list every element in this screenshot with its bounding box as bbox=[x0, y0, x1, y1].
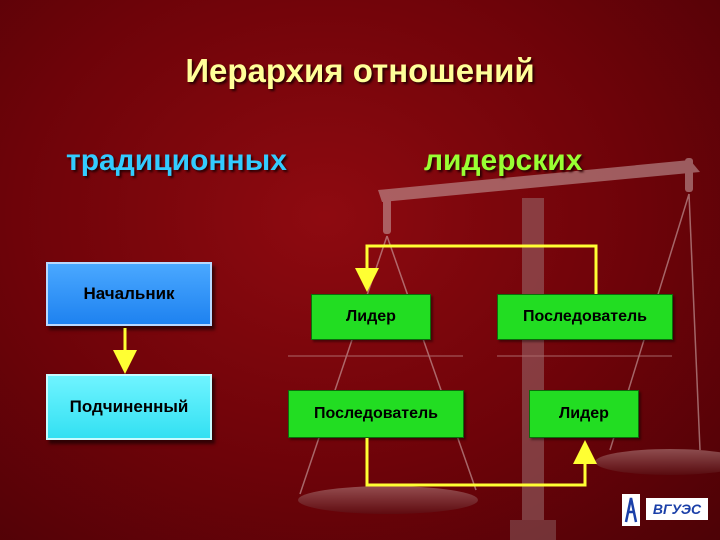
leader-box-bottom: Лидер bbox=[529, 390, 639, 438]
logo-text: ВГУЭС bbox=[653, 501, 702, 517]
follower-box-bottom: Последователь bbox=[288, 390, 464, 438]
boss-box: Начальник bbox=[46, 262, 212, 326]
traditional-heading: традиционных bbox=[66, 144, 287, 177]
follower-to-leader-top-arrow bbox=[355, 244, 598, 294]
leadership-heading: лидерских bbox=[424, 144, 583, 177]
university-logo: ВГУЭС bbox=[622, 494, 708, 526]
follower-to-leader-bottom-arrow bbox=[365, 438, 597, 487]
leader-box-top: Лидер bbox=[311, 294, 431, 340]
slide-title: Иерархия отношений bbox=[185, 52, 535, 89]
follower-box-top: Последователь bbox=[497, 294, 673, 340]
subordinate-box: Подчиненный bbox=[46, 374, 212, 440]
